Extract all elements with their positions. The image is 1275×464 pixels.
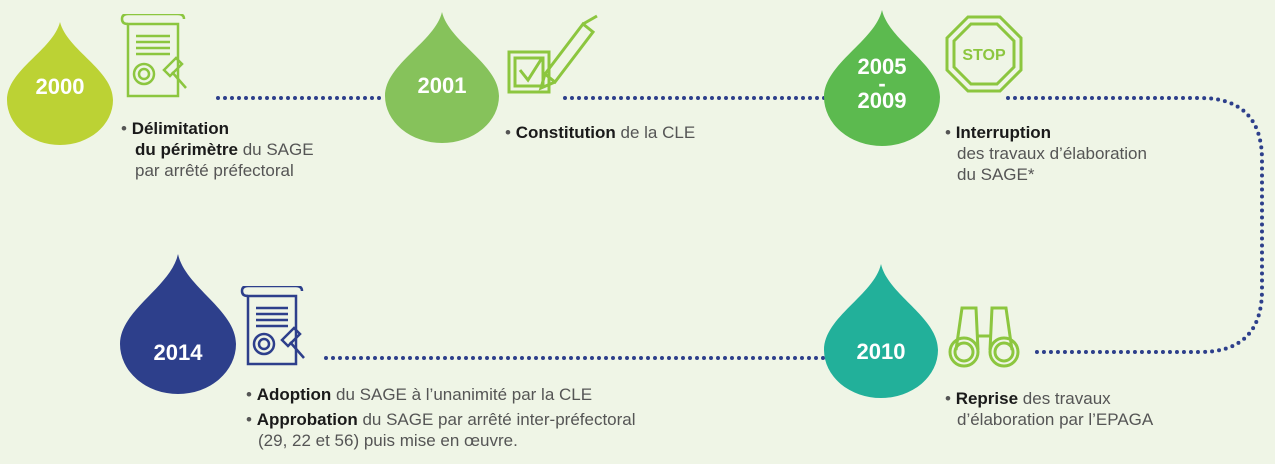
year-label-2001: 2001	[417, 73, 467, 98]
text-line: des travaux d’élaboration	[957, 144, 1147, 163]
binoculars-icon	[948, 306, 1020, 368]
year-start: 2005	[857, 54, 907, 79]
text-line: par arrêté préfectoral	[135, 161, 294, 180]
decree-document-icon	[120, 14, 187, 98]
year-label-2010: 2010	[856, 339, 906, 364]
decree-document-icon	[240, 286, 305, 366]
text-line: • Constitution de la CLE	[505, 123, 696, 142]
milestone-2010-text: • Reprise des travaux d’élaboration par …	[945, 388, 1153, 430]
year-drop-2005	[824, 10, 940, 146]
text-line: • Reprise des travaux	[945, 389, 1111, 408]
text-line: du SAGE*	[957, 165, 1035, 184]
year-drop-2010	[824, 264, 938, 398]
text-line: (29, 22 et 56) puis mise en œuvre.	[258, 431, 518, 450]
checkbox-pen-icon	[507, 14, 598, 94]
text-line: du périmètre du SAGE	[135, 140, 314, 159]
milestone-2001-text: • Constitution de la CLE	[505, 122, 695, 143]
text-line: • Approbation du SAGE par arrêté inter-p…	[246, 410, 636, 429]
text-line: • Délimitation	[121, 119, 229, 138]
year-drop-2001	[385, 12, 499, 143]
year-drop-2014	[120, 254, 236, 394]
milestone-2014-text: • Adoption du SAGE à l’unanimité par la …	[246, 384, 636, 451]
year-label-2000: 2000	[35, 74, 85, 99]
text-line: • Interruption	[945, 123, 1052, 142]
milestone-2000-text: • Délimitation du périmètre du SAGE par …	[121, 118, 314, 181]
year-end: 2009	[857, 88, 907, 113]
year-label-2014: 2014	[153, 340, 203, 365]
text-line: d’élaboration par l’EPAGA	[957, 410, 1154, 429]
text-line: • Adoption du SAGE à l’unanimité par la …	[246, 385, 593, 404]
milestone-2005-text: • Interruption des travaux d’élaboration…	[945, 122, 1147, 185]
stop-sign-icon: STOP	[945, 15, 1023, 93]
year-dash: -	[878, 71, 886, 96]
year-drop-2000	[7, 22, 113, 145]
year-label-2005-2009: 2005 - 2009	[832, 56, 932, 112]
svg-text:STOP: STOP	[962, 47, 1006, 64]
